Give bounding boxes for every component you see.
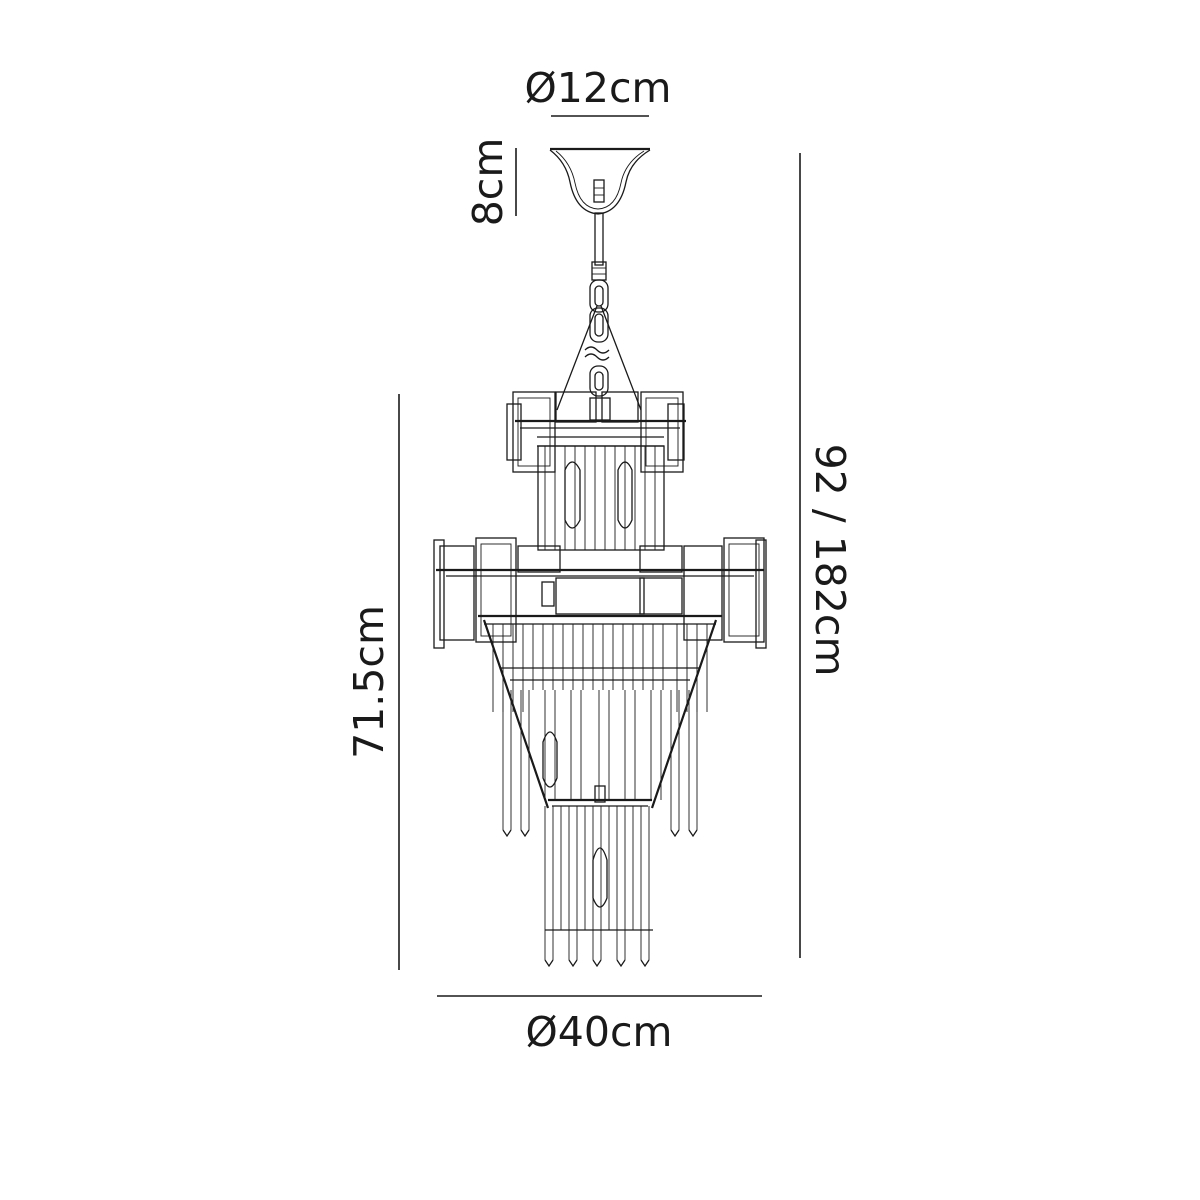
body-diameter-label: Ø40cm xyxy=(526,1008,673,1056)
suspension-chain xyxy=(556,212,642,411)
body-height-label: 71.5cm xyxy=(345,605,393,759)
ceiling-canopy xyxy=(549,147,651,215)
overall-height-label: 92 / 182cm xyxy=(806,444,854,677)
lower-tier xyxy=(502,690,698,838)
middle-tier xyxy=(433,537,767,809)
bottom-tier xyxy=(544,785,653,968)
canopy-diameter-label: Ø12cm xyxy=(525,64,672,112)
canopy-height-label: 8cm xyxy=(464,138,512,227)
top-tier xyxy=(506,391,686,551)
